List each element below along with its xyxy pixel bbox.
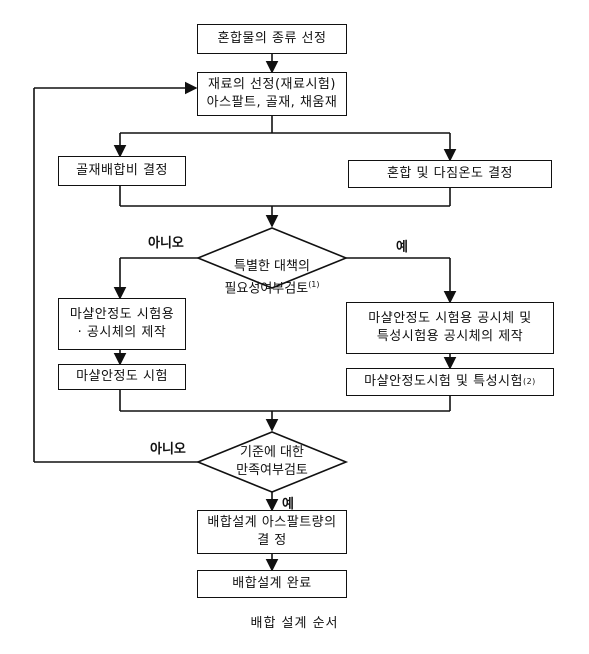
label-no-left: 아니오 — [148, 236, 184, 251]
decision-criteria: 기준에 대한 만족여부검토 — [236, 445, 308, 478]
step-select-materials: 재료의 선정(재료시험) 아스팔트, 골재, 채움재 — [197, 72, 347, 116]
marshall-special-test-text: 마샬안정도시험 및 특성시험 — [364, 374, 523, 389]
decision-special-text: 특별한 대책의 필요성여부검토 — [224, 259, 310, 297]
step-mix-compaction-temp: 혼합 및 다짐온도 결정 — [348, 160, 552, 188]
step-marshall-special-test: 마샬안정도시험 및 특성시험(2) — [346, 368, 554, 396]
step-marshall-special-specimen: 마샬안정도 시험용 공시체 및 특성시험용 공시체의 제작 — [346, 302, 554, 354]
step-design-complete: 배합설계 완료 — [197, 570, 347, 598]
figure-caption: 배합 설계 순서 — [250, 616, 339, 631]
note-2: (2) — [522, 377, 536, 386]
step-marshall-test: 마샬안정도 시험 — [58, 364, 186, 390]
label-yes-down: 예 — [282, 497, 294, 512]
label-yes-right: 예 — [396, 240, 408, 255]
step-select-mix-type: 혼합물의 종류 선정 — [197, 24, 347, 54]
note-1: (1) — [308, 280, 320, 289]
decision-special-measures: 특별한 대책의 필요성여부검토(1) — [198, 240, 346, 298]
step-marshall-specimen: 마샬안정도 시험용 · 공시체의 제작 — [58, 298, 186, 350]
step-aggregate-ratio: 골재배합비 결정 — [58, 156, 186, 186]
label-no-bottom: 아니오 — [150, 442, 186, 457]
step-asphalt-content: 배합설계 아스팔트량의 결 정 — [197, 510, 347, 554]
